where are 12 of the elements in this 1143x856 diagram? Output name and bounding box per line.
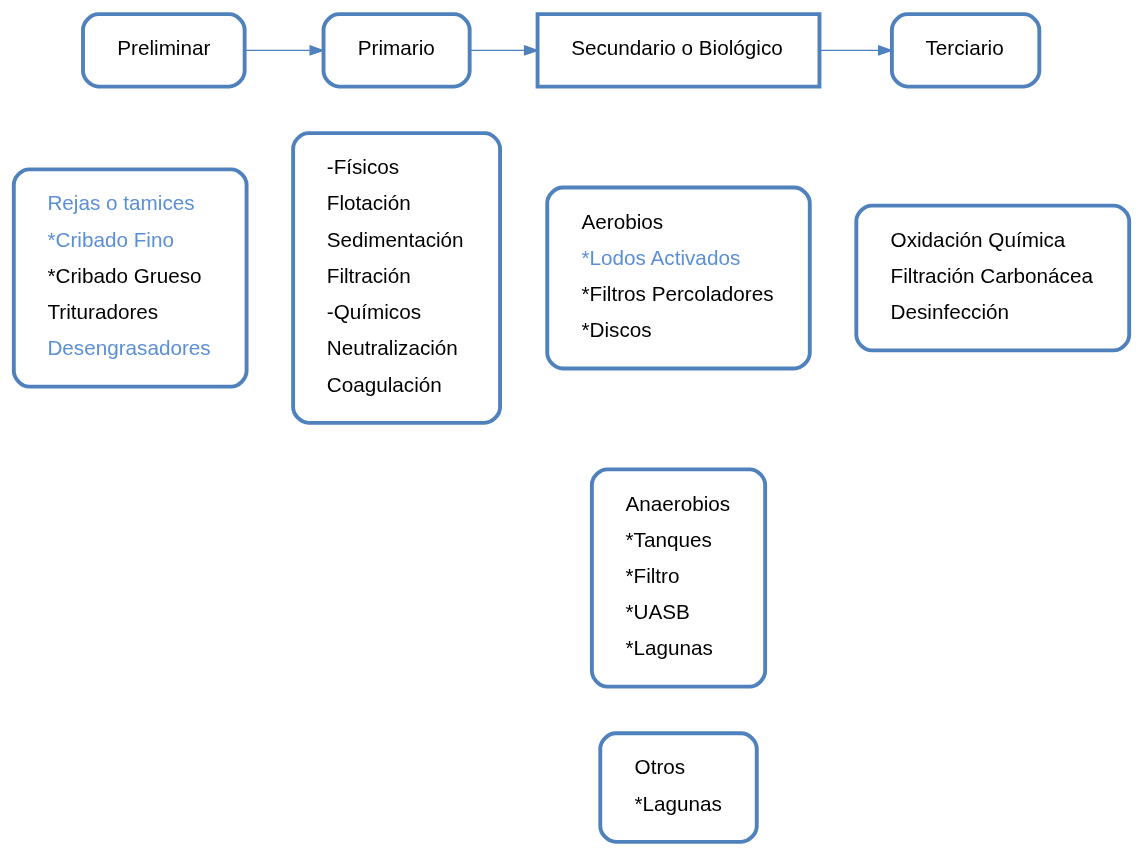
node-box: Terciario: [889, 12, 1042, 89]
node-box: -Físicos Flotación Sedimentación Filtración -Químicos Neutralización Coagulación: [291, 131, 502, 425]
node-box: Primario: [321, 12, 472, 89]
node-box: Rejas o tamices *Cribado Fino *Cribado Grueso Trituradores Desengrasadores: [11, 167, 249, 389]
node-box: Aerobios *Lodos Activados *Filtros Percoladores *Discos: [545, 185, 812, 371]
node-box: Anaerobios *Tanques *Filtro *UASB *Lagunas: [589, 467, 768, 689]
node-box: Secundario o Biológico: [535, 12, 822, 89]
node-box: Otros *Lagunas: [598, 731, 759, 844]
node-box: Preliminar: [81, 12, 247, 89]
arrow: [469, 44, 540, 56]
node-box: Oxidación Química Filtración Carbonácea Desinfección: [854, 203, 1132, 353]
arrow: [244, 44, 325, 56]
